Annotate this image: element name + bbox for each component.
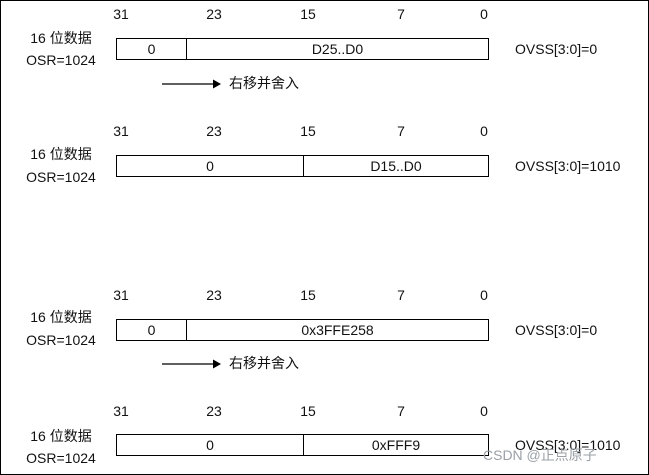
right-arrow-icon	[162, 79, 221, 89]
register-field-left: 0	[147, 322, 156, 338]
mode-label-line2: OSR=1024	[26, 450, 96, 466]
bit-label-7: 7	[397, 287, 405, 303]
shift-annotation: 右移并舍入	[161, 75, 361, 93]
right-arrow-icon	[162, 359, 221, 369]
register-field-left: 0	[147, 41, 156, 57]
mode-label-line2: OSR=1024	[26, 169, 96, 185]
bit-label-23: 23	[206, 123, 222, 139]
register-field-right: 0xFFF9	[303, 435, 488, 455]
ovss-setting: OVSS[3:0]=1010	[515, 437, 621, 453]
mode-label-line2: OSR=1024	[26, 332, 96, 348]
bit-label-7: 7	[397, 123, 405, 139]
bit-label-7: 7	[397, 6, 405, 22]
bit-label-23: 23	[206, 287, 222, 303]
register-field-right: D15..D0	[303, 156, 488, 176]
register-field-right: 0x3FFE258	[186, 320, 488, 340]
bit-label-0: 0	[480, 403, 488, 419]
register-box: 0 0xFFF9	[116, 434, 489, 456]
bit-label-0: 0	[480, 287, 488, 303]
register-box: 0 D15..D0	[116, 155, 489, 177]
mode-label-line1: 16 位数据	[30, 30, 92, 46]
mode-label-line1: 16 位数据	[30, 146, 92, 162]
shift-round-label: 右移并舍入	[229, 356, 299, 372]
mode-label-line1: 16 位数据	[30, 428, 92, 444]
ovss-setting: OVSS[3:0]=1010	[515, 158, 621, 174]
bit-label-15: 15	[300, 287, 316, 303]
ovss-setting: OVSS[3:0]=0	[515, 322, 598, 338]
shift-round-label: 右移并舍入	[229, 76, 299, 92]
bit-label-23: 23	[206, 6, 222, 22]
bit-label-31: 31	[113, 123, 129, 139]
bit-label-31: 31	[113, 287, 129, 303]
bit-label-15: 15	[300, 403, 316, 419]
bit-label-0: 0	[480, 6, 488, 22]
mode-label-line2: OSR=1024	[26, 52, 96, 68]
ovss-setting: OVSS[3:0]=0	[515, 41, 598, 57]
bit-label-15: 15	[300, 6, 316, 22]
register-field-left: 0	[206, 158, 214, 174]
watermark-text: CSDN @正点原子	[483, 447, 597, 463]
register-box: 0 D25..D0	[116, 38, 489, 60]
mode-label-line1: 16 位数据	[30, 309, 92, 325]
shift-annotation: 右移并舍入	[161, 355, 361, 373]
bit-label-0: 0	[480, 123, 488, 139]
bit-label-15: 15	[300, 123, 316, 139]
register-field-right: D25..D0	[186, 39, 488, 59]
register-field-left: 0	[206, 437, 214, 453]
bit-label-7: 7	[397, 403, 405, 419]
register-box: 0 0x3FFE258	[116, 319, 489, 341]
bit-label-31: 31	[113, 6, 129, 22]
bit-label-31: 31	[113, 403, 129, 419]
bit-label-23: 23	[206, 403, 222, 419]
